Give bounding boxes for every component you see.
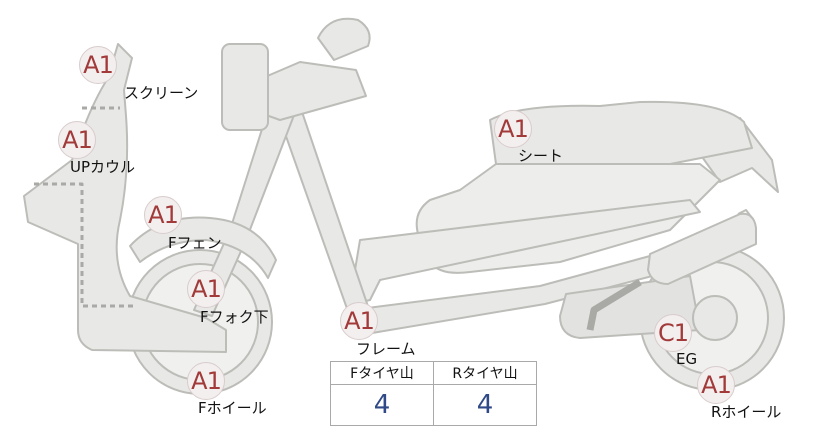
f-fender-grade-badge: A1 — [144, 196, 182, 234]
up-cowl-grade-badge: A1 — [58, 121, 96, 159]
rear-tire-tread-value: 4 — [433, 384, 537, 426]
frame-label: フレーム — [356, 340, 416, 358]
frame-downtube — [275, 105, 377, 335]
shock-absorber — [737, 209, 753, 219]
handlebar — [251, 61, 367, 121]
r-wheel-label: Rホイール — [711, 403, 782, 421]
tire-tread-table: Fタイヤ山 Rタイヤ山 4 4 — [330, 361, 537, 426]
cowl-seam-2 — [34, 182, 136, 308]
screen-grade-badge: A1 — [79, 46, 117, 84]
f-wheel-label: Fホイール — [198, 399, 267, 417]
exhaust-pipe — [586, 279, 642, 331]
engine-block — [647, 212, 757, 285]
seat-grade-badge: A1 — [494, 110, 532, 148]
headlight — [221, 43, 269, 131]
front-tire-tread-value: 4 — [330, 384, 434, 426]
engine-hub — [692, 295, 738, 341]
engine-label: EG — [676, 350, 698, 368]
seat-label: シート — [518, 147, 564, 165]
engine-grade-badge: C1 — [654, 314, 692, 352]
frame-grade-badge: A1 — [340, 302, 378, 340]
front-tire-tread-header: Fタイヤ山 — [330, 361, 434, 385]
up-cowl-label: UPカウル — [70, 158, 136, 176]
f-fender-label: Fフェン — [168, 234, 222, 252]
screen-label: スクリーン — [124, 84, 199, 102]
f-fork-grade-badge: A1 — [187, 270, 225, 308]
f-wheel-grade-badge: A1 — [187, 362, 225, 400]
mirror — [317, 17, 371, 61]
f-fork-label: Fフォク下 — [200, 308, 269, 326]
rear-tire-tread-header: Rタイヤ山 — [433, 361, 537, 385]
r-wheel-grade-badge: A1 — [697, 366, 735, 404]
